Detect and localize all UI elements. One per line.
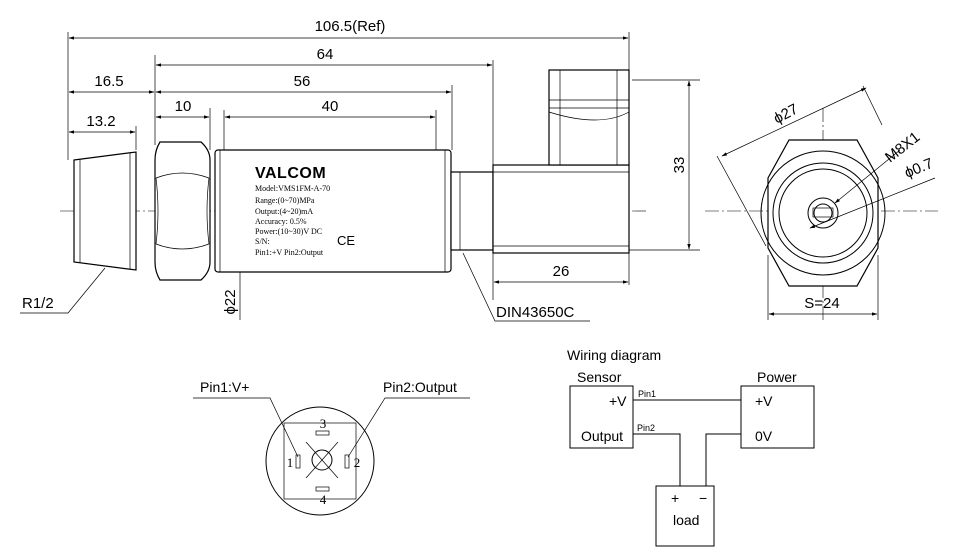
- wire-output: [633, 433, 681, 486]
- wiring-title: Wiring diagram: [567, 347, 661, 363]
- pin-number-1: 1: [287, 455, 294, 470]
- thread-callout: R1/2: [22, 295, 54, 312]
- connector-face: [265, 406, 375, 516]
- thread-leader: [20, 267, 106, 314]
- power-vplus: +V: [755, 393, 773, 409]
- dim-64: 64: [317, 46, 334, 63]
- label-range: Range:(0~70)MPa: [255, 196, 315, 205]
- din-connector: [492, 164, 630, 254]
- sensor-output: Output: [581, 428, 623, 444]
- power-title: Power: [757, 369, 797, 385]
- pin-number-2: 2: [354, 455, 361, 470]
- pin-number-3: 3: [320, 416, 327, 431]
- sensor-title: Sensor: [577, 369, 622, 385]
- label-pins: Pin1:+V Pin2:Output: [255, 248, 324, 257]
- label-power: Power:(10~30)V DC: [255, 227, 322, 236]
- dim-16-5: 16.5: [94, 73, 123, 90]
- connector-neck: [450, 171, 494, 251]
- dim-33: 33: [671, 157, 688, 174]
- dim-dia27: ϕ27: [771, 101, 801, 128]
- end-view: S=24 ϕ27 M8X1 ϕ0.7: [705, 85, 938, 320]
- wire-pin1-label: Pin1: [638, 389, 656, 399]
- main-body: [214, 149, 452, 273]
- sensor-box: [569, 385, 634, 449]
- side-view: 106.5(Ref) 64 56 16.5 13.2 10 40 33 26 ϕ…: [20, 18, 700, 322]
- label-output: Output:(4~20)mA: [255, 207, 313, 216]
- hex-outline: [767, 139, 879, 287]
- dim-26: 26: [553, 263, 570, 280]
- pin-number-4: 4: [320, 492, 327, 507]
- load-box: [655, 485, 715, 547]
- dim-10: 10: [175, 98, 192, 115]
- load-plus: +: [671, 490, 679, 506]
- dim-hex: S=24: [804, 295, 839, 312]
- sensor-vplus: +V: [609, 393, 627, 409]
- power-box: [740, 385, 815, 449]
- dim-dia22: ϕ22: [222, 289, 239, 314]
- wiring-diagram: Wiring diagram Sensor +V Output Power +V…: [567, 347, 815, 547]
- dim-40: 40: [322, 98, 339, 115]
- connector-callout: DIN43650C: [496, 304, 575, 321]
- ce-mark: CE: [337, 233, 355, 248]
- label-model: Model:VMS1FM-A-70: [255, 184, 330, 193]
- dim-dia0-7: ϕ0.7: [902, 155, 936, 182]
- pinout-view: 1 2 3 4 Pin1:V+ Pin2:Output: [193, 379, 470, 516]
- label-sn: S/N:: [255, 237, 270, 246]
- dim-56: 56: [294, 73, 311, 90]
- load-minus: −: [699, 490, 707, 506]
- connector-leader: [462, 252, 590, 322]
- threaded-tip: [73, 151, 137, 271]
- dim-overall: 106.5(Ref): [315, 18, 386, 35]
- hex-nut: [154, 141, 211, 281]
- label-accuracy: Accuracy: 0.5%: [255, 217, 307, 226]
- pin2-label: Pin2:Output: [383, 379, 457, 395]
- pin1-label: Pin1:V+: [200, 379, 249, 395]
- load-label: load: [673, 512, 699, 528]
- brand-logo: VALCOM: [255, 165, 326, 182]
- wire-0v: [705, 433, 741, 486]
- wire-pin2-label: Pin2: [637, 423, 655, 433]
- product-label: VALCOM Model:VMS1FM-A-70 Range:(0~70)MPa…: [255, 165, 355, 257]
- dim-13-2: 13.2: [86, 113, 115, 130]
- power-0v: 0V: [755, 428, 773, 444]
